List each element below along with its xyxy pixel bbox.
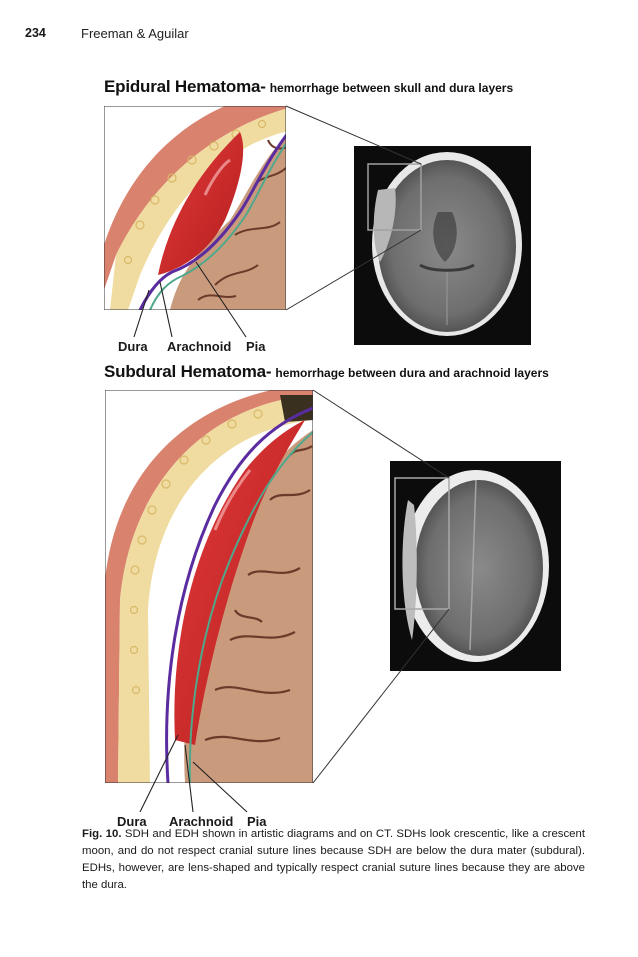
epidural-subtitle: hemorrhage between skull and dura layers — [269, 81, 514, 95]
epidural-label-pia: Pia — [246, 339, 266, 354]
running-head: Freeman & Aguilar — [81, 26, 189, 41]
subdural-hematoma — [174, 420, 305, 745]
subdural-title: Subdural Hematoma-hemorrhage between dur… — [104, 362, 549, 382]
epidural-skull — [110, 108, 286, 310]
subdural-leaders — [139, 734, 248, 813]
page-number: 234 — [25, 26, 46, 40]
subdural-label-pia: Pia — [247, 814, 267, 829]
epidural-label-arachnoid: Arachnoid — [167, 339, 232, 354]
figure-caption: Fig. 10. SDH and EDH shown in artistic d… — [82, 826, 585, 894]
figure-label: Fig. 10. — [82, 828, 122, 840]
epidural-scalp — [104, 106, 286, 290]
subdural-skull — [118, 395, 313, 783]
subdural-brain — [184, 430, 313, 783]
epidural-title: Epidural Hematoma-hemorrhage between sku… — [104, 77, 513, 97]
epidural-title-main: Epidural Hematoma- — [104, 77, 266, 96]
subdural-label-dura: Dura — [117, 814, 147, 829]
subdural-diagram — [105, 390, 313, 783]
epidural-ct-image — [354, 146, 531, 345]
subdural-ct-image — [390, 461, 561, 671]
caption-text: SDH and EDH shown in artistic diagrams a… — [82, 828, 586, 891]
epidural-leaders — [133, 261, 247, 338]
epidural-diagram — [104, 106, 286, 310]
epidural-label-dura: Dura — [118, 339, 148, 354]
epidural-connectors — [285, 105, 422, 311]
subdural-title-main: Subdural Hematoma- — [104, 362, 272, 381]
subdural-connectors — [312, 389, 450, 784]
subdural-label-arachnoid: Arachnoid — [169, 814, 234, 829]
subdural-subtitle: hemorrhage between dura and arachnoid la… — [275, 366, 549, 380]
